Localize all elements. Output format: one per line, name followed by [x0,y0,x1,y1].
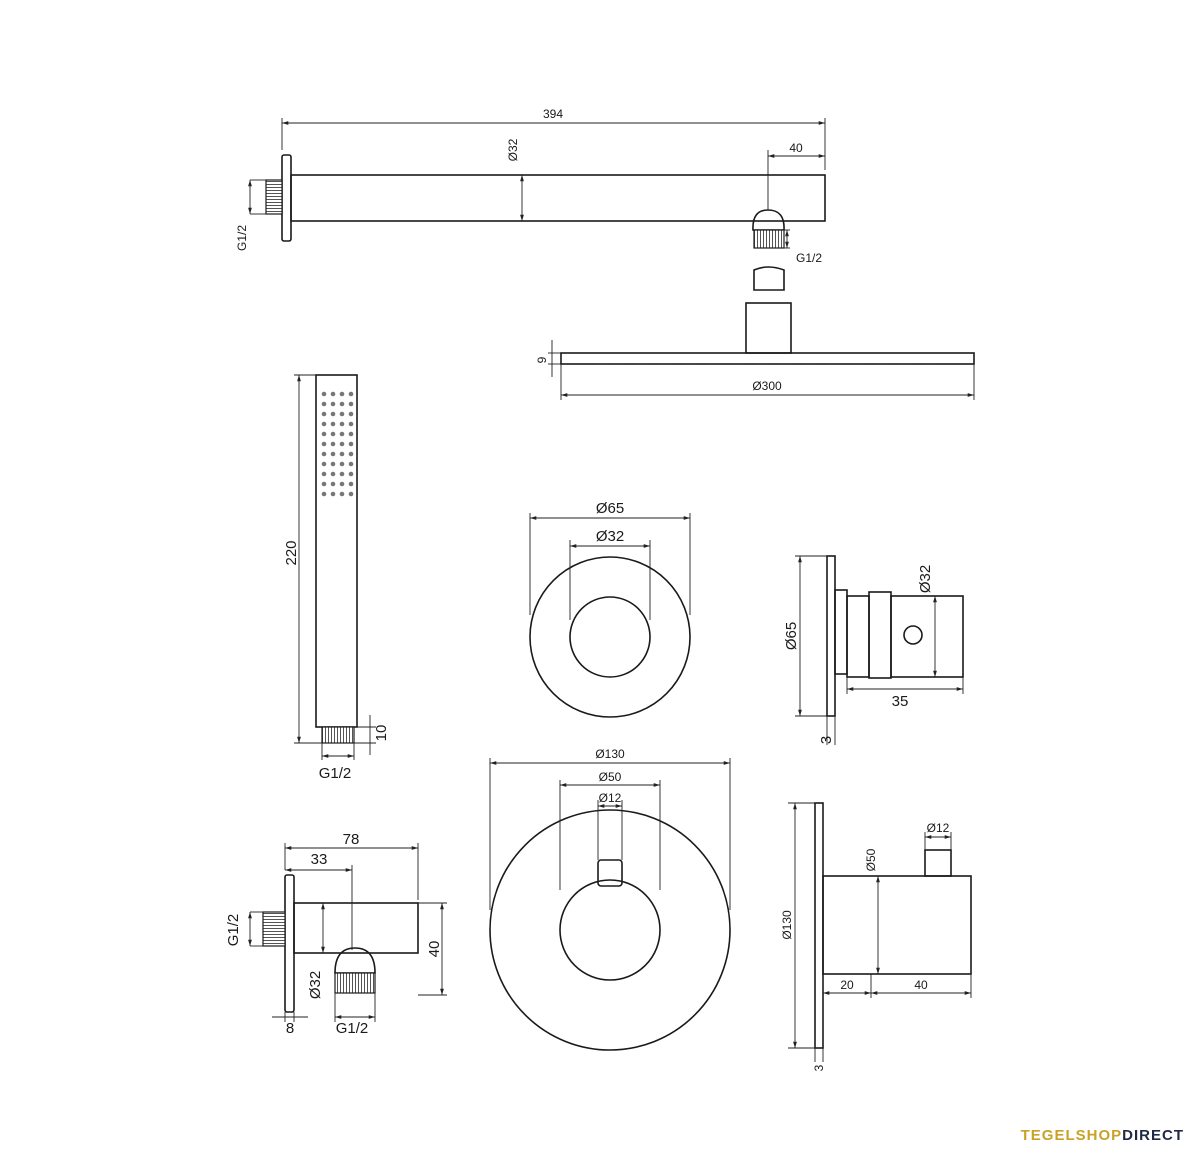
plate-stem-label: Ø12 [599,791,622,805]
wall-elbow: 78 33 40 Ø32 G1/2 8 G1/2 [225,831,447,1037]
valve-knob-label: Ø50 [864,848,878,871]
brand-part2: DIRECT [1122,1127,1184,1144]
brand-part1: TEGELSHOP [1020,1127,1123,1144]
side-body-diameter-label: Ø32 [917,565,934,593]
elbow-total-label: 78 [343,831,360,848]
rosette-outer-label: Ø65 [596,500,624,517]
valve-stem-label: Ø12 [927,821,950,835]
elbow-plate-label: 8 [286,1020,294,1037]
valve-thickness-label: 3 [812,1064,826,1071]
elbow-height-label: 40 [426,941,443,958]
elbow-thread-bottom-label: G1/2 [336,1020,369,1037]
rosette-front: Ø65 Ø32 [529,500,691,718]
head-diameter-label: Ø300 [752,379,782,393]
rosette-inner-label: Ø32 [596,528,624,545]
head-thickness-label: 9 [535,356,549,363]
arm-thread-right-label: G1/2 [796,251,822,265]
side-body-length-label: 35 [892,693,909,710]
arm-length-label: 394 [543,107,563,121]
plate-knob-label: Ø50 [599,770,622,784]
arm-thread-left-label: G1/2 [235,225,249,251]
hand-thread-length-label: 10 [373,725,390,742]
side-plate-label: 3 [818,736,835,744]
arm-diameter-label: Ø32 [506,138,520,161]
valve-b-label: 40 [914,978,928,992]
spray-dots [321,391,354,497]
hand-length-label: 220 [283,540,300,565]
elbow-diameter-label: Ø32 [307,971,324,999]
elbow-thread-left-label: G1/2 [225,914,242,947]
side-rosette-diameter-label: Ø65 [783,622,800,650]
elbow-mid-label: 33 [311,851,328,868]
hand-shower: 220 10 G1/2 [283,374,390,782]
valve-a-label: 20 [840,978,854,992]
shower-arm: 394 Ø32 40 G1/2 G1/2 9 Ø300 [235,107,975,400]
valve-side: Ø12 Ø50 Ø130 20 40 3 [780,802,972,1071]
valve-plate-front: Ø130 Ø50 Ø12 [489,747,731,1051]
brand-logo: TEGELSHOPDIRECT [1021,1127,1184,1144]
plate-outer-label: Ø130 [595,747,625,761]
valve-plate-label: Ø130 [780,910,794,940]
hand-thread-label: G1/2 [319,765,352,782]
rosette-side: Ø65 Ø32 35 3 [783,555,964,745]
arm-end-label: 40 [789,141,803,155]
